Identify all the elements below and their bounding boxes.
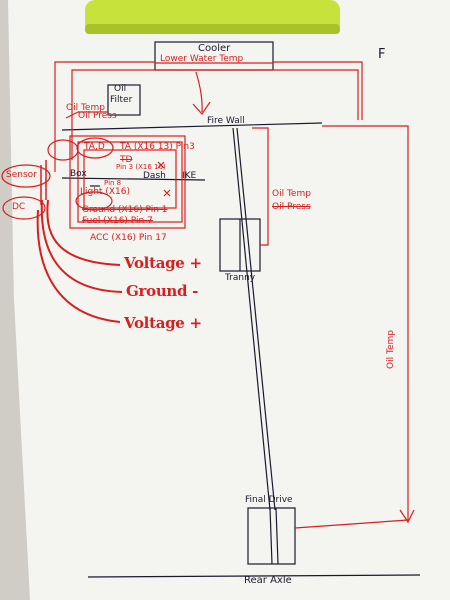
voltage-plus-label-1: Voltage + [124,254,202,272]
oil-temp-final-drive [294,519,409,529]
cooler-loop-right [273,61,363,120]
oil-temp-arrow [399,509,415,524]
fuel-pin-label: Fuel (X16) Pin 7 [82,216,153,226]
f-mark-label: F [378,47,386,62]
lower-water-temp-label: Lower Water Temp [160,54,244,64]
ground-pin-label: Ground (X16) Pin 1 [82,205,168,215]
wire-voltage-2 [36,209,121,323]
ike-label: IKE [182,171,197,181]
pin8-label: Pin 8 [104,179,122,187]
oil-temp-left-label: Oil Temp [66,103,105,113]
final-drive-label: Final Drive [245,495,293,505]
cooler-label: Cooler [198,43,231,54]
x-mark-2 [163,189,171,197]
dash-label: Dash [143,171,166,181]
dash-line [61,177,206,181]
fire-wall-line [61,122,323,131]
circle-light [75,191,113,211]
oil-filter-lead-2 [65,111,79,119]
circle-dc [2,196,46,220]
oil-label: Oil [114,84,127,94]
oil-temp-line-mid [252,127,269,246]
circle-left-top [47,139,79,161]
filter-label: Filter [110,95,133,105]
ground-minus-label: Ground - [126,282,199,300]
highlighter-shadow [85,24,340,34]
dc-label: DC [12,202,26,212]
rear-axle-label: Rear Axle [244,575,292,586]
gauge-cluster-outer [69,135,186,229]
oil-press-left-label: Oil Press [78,111,117,121]
cooler-loop-left [54,61,155,172]
cooler-arrow-shaft [195,71,203,113]
tranny-label: Tranny [225,273,256,283]
oil-temp-right-label: Oil Temp [272,189,311,199]
oil-temp-line-far [322,125,409,520]
x-mark-1 [157,161,165,169]
acc-pin-label: ACC (X16) Pin 17 [90,233,167,243]
driveshaft-left [232,127,271,511]
wire-voltage-1 [46,199,121,266]
oil-press-right-label: Oil Press [272,202,311,212]
circle-sensor [1,164,51,188]
cooler-arrow-head [192,101,211,115]
sensor-label: Sensor [6,170,37,180]
oil-filter-box [107,84,141,116]
paper-page [8,0,450,600]
gauge-cluster-inner [77,141,183,223]
box-label: Box [70,169,87,179]
driveshaft-right [236,127,276,511]
oil-temp-far-label: Oil Temp [386,330,396,369]
final-drive-divider-1 [269,507,273,565]
wire-ground [40,199,123,293]
gauge-cluster-core [83,149,177,209]
voltage-plus-label-2: Voltage + [124,314,202,332]
td-detail-label: Pin 3 (X16 16) [116,163,166,171]
light-label: Light (X16) [80,187,130,197]
rear-axle-line [87,574,421,578]
tad-label: TA,D [84,142,105,152]
fire-wall-label: Fire Wall [207,116,245,126]
circle-tad [76,137,114,159]
final-drive-divider-2 [275,507,279,565]
td-label: TD [120,155,133,165]
ta-pin-label: TA (X16 13) Pin3 [120,142,195,152]
